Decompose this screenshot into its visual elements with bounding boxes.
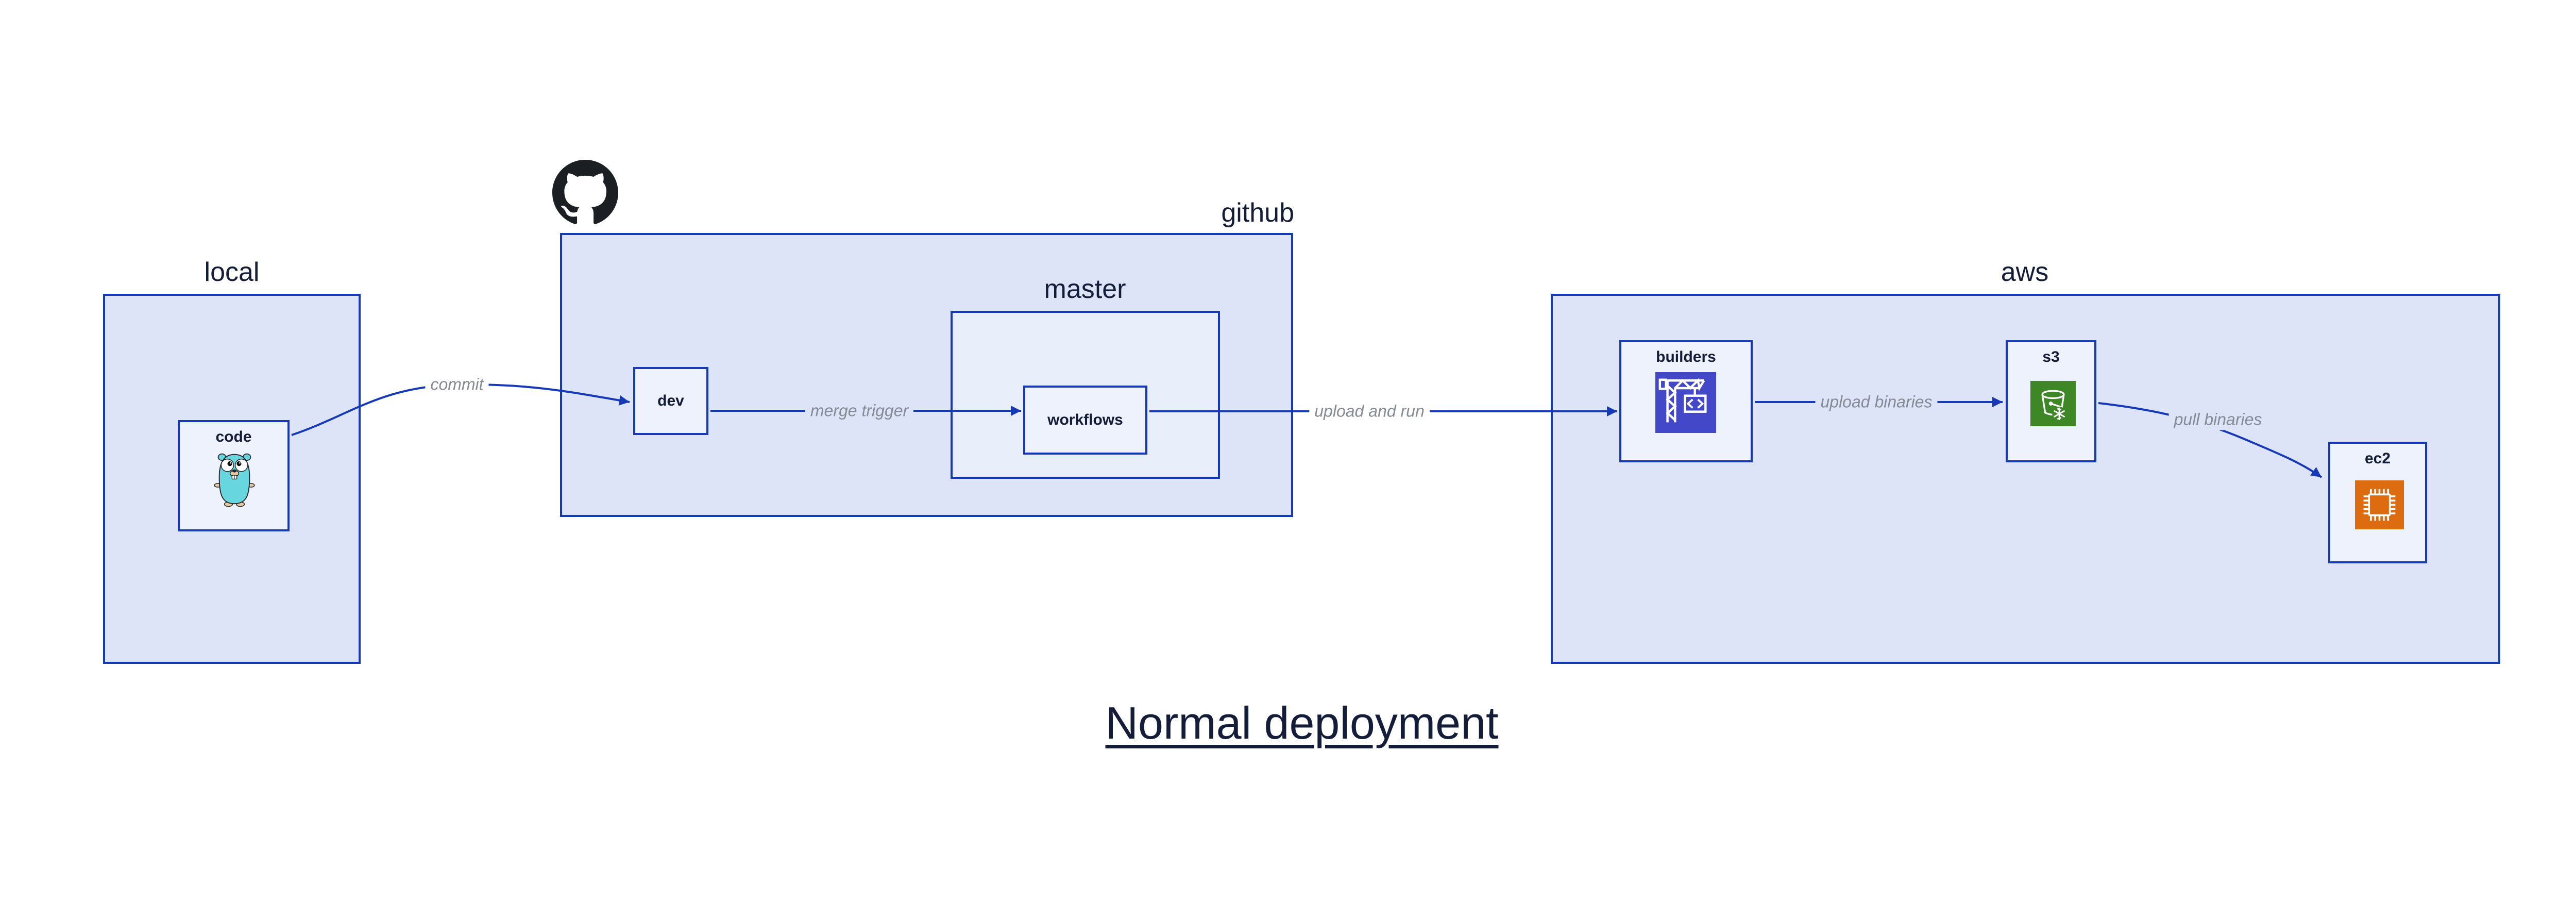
dev-node: dev [633, 367, 708, 435]
github-title: github [1221, 198, 1294, 228]
ec2-node-label: ec2 [2364, 450, 2391, 467]
codebuild-crane-icon [1655, 372, 1716, 433]
github-octocat-icon [552, 160, 618, 226]
code-node-label: code [215, 428, 252, 445]
s3-node-label: s3 [2042, 348, 2060, 365]
go-gopher-icon [213, 451, 256, 508]
s3-bucket-icon [2030, 381, 2076, 426]
builders-node-label: builders [1656, 348, 1716, 365]
ec2-node: ec2 [2328, 442, 2427, 563]
master-title: master [1044, 274, 1126, 304]
s3-node: s3 [2006, 340, 2096, 462]
diagram-caption: Normal deployment [1105, 697, 1499, 748]
builders-node: builders [1619, 340, 1753, 462]
code-node: code [178, 420, 290, 531]
edge-label-upload-binaries: upload binaries [1815, 391, 1938, 413]
edge-label-merge-trigger: merge trigger [805, 400, 914, 422]
dev-node-label: dev [657, 392, 684, 409]
workflows-node: workflows [1023, 386, 1147, 455]
edge-label-commit: commit [425, 374, 489, 395]
edge-label-upload-and-run: upload and run [1309, 400, 1430, 422]
edge-label-pull-binaries: pull binaries [2168, 409, 2267, 430]
local-title: local [204, 257, 260, 287]
ec2-chip-icon [2355, 480, 2404, 529]
workflows-node-label: workflows [1047, 411, 1123, 428]
aws-title: aws [2001, 257, 2049, 287]
